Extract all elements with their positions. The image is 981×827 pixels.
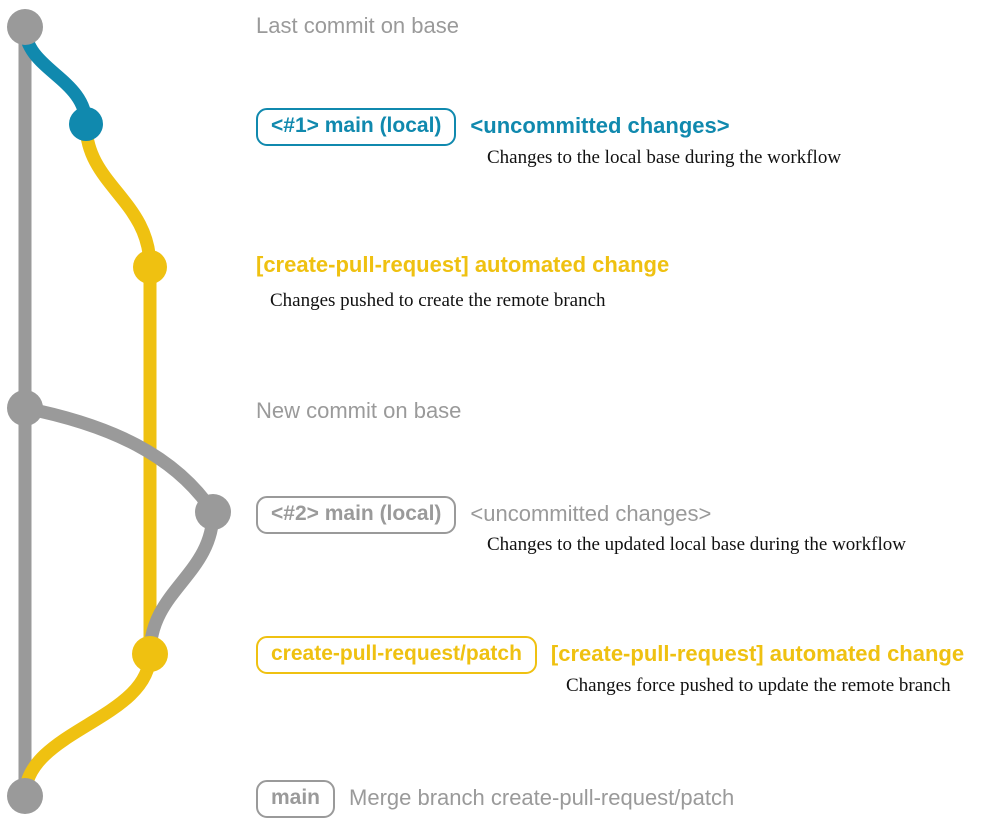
node-base-new [7,390,43,426]
edge-local-1-to-patch-1 [79,117,157,274]
commit-note-patch-1: Changes pushed to create the remote bran… [270,290,606,311]
caption-last-commit-on-base: Last commit on base [256,13,459,38]
commit-subject-patch-1: [create-pull-request] automated change [256,252,670,277]
entry-patch-commit-2: create-pull-request/patch [create-pull-r… [256,636,965,675]
edge-base-new-to-local-2 [18,401,220,519]
node-base-head [7,9,43,45]
entry-local-commit-1: <#1> main (local) <uncommitted changes> [256,108,730,147]
commit-subject-merge: Merge branch create-pull-request/patch [349,785,735,810]
entry-local-commit-2: <#2> main (local) <uncommitted changes> [256,496,712,535]
node-local-2 [195,494,231,530]
edge-local-2-to-patch-2 [143,505,220,661]
node-local-1 [69,107,103,141]
ref-pill-main-local-2[interactable]: <#2> main (local) [256,496,457,535]
caption-new-commit-on-base: New commit on base [256,398,462,423]
ref-pill-main[interactable]: main [256,780,336,819]
commit-note-local-1: Changes to the local base during the wor… [487,147,842,168]
commit-subject-patch-2: [create-pull-request] automated change [550,641,965,666]
commit-subject-local-2: <uncommitted changes> [470,501,712,526]
entry-merge-commit: main Merge branch create-pull-request/pa… [256,780,735,819]
node-patch-1 [133,250,167,284]
node-patch-2 [132,636,168,672]
node-merge-commit [7,778,43,814]
ref-pill-create-pull-request-patch[interactable]: create-pull-request/patch [256,636,537,675]
commit-note-local-2: Changes to the updated local base during… [487,534,906,555]
ref-pill-main-local-1[interactable]: <#1> main (local) [256,108,457,147]
commit-subject-local-1: <uncommitted changes> [470,113,730,138]
edge-patch-2-to-merge [18,647,157,803]
commit-note-patch-2: Changes force pushed to update the remot… [566,675,951,696]
entry-patch-commit-1: [create-pull-request] automated change [256,252,670,277]
